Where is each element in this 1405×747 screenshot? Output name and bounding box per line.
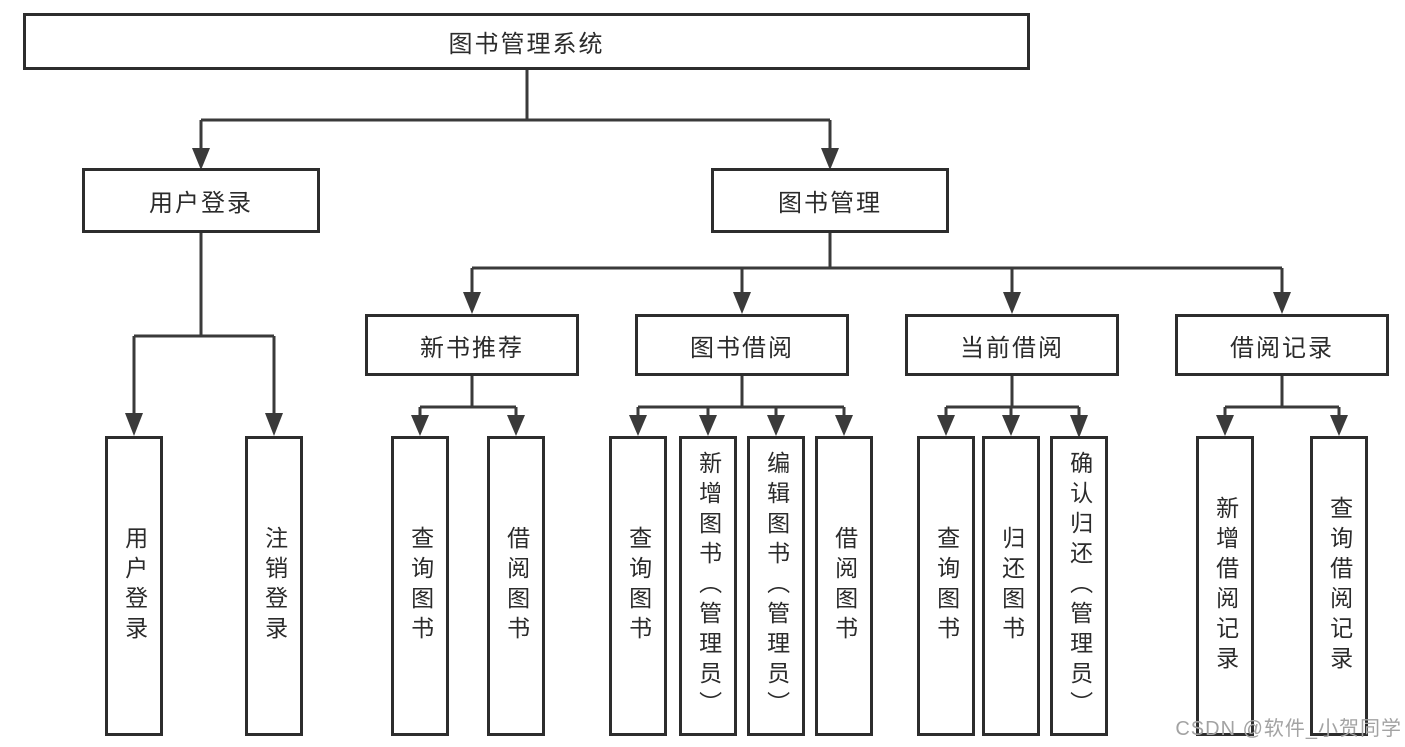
leaf-user-login: 用户登录 [105,436,163,736]
node-book-management: 图书管理 [711,168,949,233]
leaf-label: 编辑图书（管理员） [763,451,790,721]
leaf-query-books: 查询图书 [609,436,667,736]
node-label: 当前借阅 [960,334,1064,362]
connector-borrow-record-branch [1216,376,1348,436]
leaf-label: 归还图书 [998,526,1025,646]
node-label: 图书借阅 [690,334,794,362]
node-label: 图书管理系统 [448,31,605,58]
leaf-label: 确认归还（管理员） [1066,451,1093,721]
leaf-logout: 注销登录 [245,436,303,736]
connector-book-borrow-branch [629,376,853,436]
node-label: 新书推荐 [420,334,524,362]
leaf-label: 借阅图书 [503,526,530,646]
leaf-label: 查询图书 [933,526,960,646]
node-label: 图书管理 [778,190,882,217]
connector-root-to-level2 [192,70,839,170]
node-book-borrow: 图书借阅 [635,314,849,376]
leaf-confirm-return-admin: 确认归还（管理员） [1050,436,1108,736]
leaf-query-books: 查询图书 [391,436,449,736]
leaf-query-borrow-record: 查询借阅记录 [1310,436,1368,736]
node-current-borrow: 当前借阅 [905,314,1119,376]
node-user-login: 用户登录 [82,168,320,233]
node-label: 借阅记录 [1230,334,1334,362]
leaf-label: 注销登录 [261,526,288,646]
leaf-borrow-books: 借阅图书 [815,436,873,736]
node-borrow-record: 借阅记录 [1175,314,1389,376]
leaf-return-books: 归还图书 [982,436,1040,736]
leaf-label: 查询借阅记录 [1326,496,1353,676]
leaf-label: 借阅图书 [831,526,858,646]
connector-new-book-branch [411,376,525,436]
leaf-label: 用户登录 [121,526,148,646]
leaf-edit-books-admin: 编辑图书（管理员） [747,436,805,736]
connector-current-borrow-branch [937,376,1088,438]
leaf-label: 查询图书 [625,526,652,646]
node-library-management-system: 图书管理系统 [23,13,1030,70]
leaf-add-books-admin: 新增图书（管理员） [679,436,737,736]
leaf-borrow-books: 借阅图书 [487,436,545,736]
connector-book-management-branch [463,233,1291,314]
node-label: 用户登录 [149,190,253,217]
leaf-add-borrow-record: 新增借阅记录 [1196,436,1254,736]
connector-user-login-branch [125,233,283,436]
node-new-book-recommend: 新书推荐 [365,314,579,376]
leaf-query-books: 查询图书 [917,436,975,736]
csdn-watermark: CSDN @软件_小贺同学 [1175,718,1402,740]
leaf-label: 新增借阅记录 [1212,496,1239,676]
leaf-label: 新增图书（管理员） [695,451,722,721]
leaf-label: 查询图书 [407,526,434,646]
